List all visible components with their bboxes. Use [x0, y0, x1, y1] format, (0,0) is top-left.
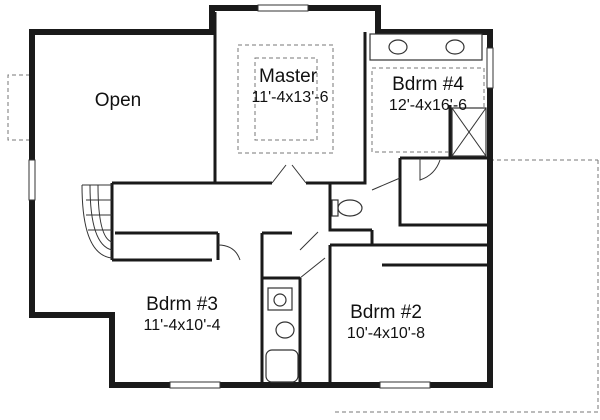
room-name-bdrm3: Bdrm #3 — [146, 294, 218, 315]
bath-fixtures — [265, 287, 299, 383]
vanity-sinks — [369, 33, 483, 61]
toilet-center — [331, 199, 363, 217]
master-tray-ceiling — [237, 44, 334, 154]
room-name-open: Open — [95, 90, 141, 111]
shower — [451, 107, 487, 157]
exterior-walls — [29, 5, 493, 388]
room-dims-bdrm3: 11'-4x10'-4 — [144, 317, 221, 334]
room-name-bdrm4: Bdrm #4 — [392, 74, 464, 95]
room-name-master: Master — [259, 66, 318, 87]
room-dims-bdrm2: 10'-4x10'-8 — [347, 325, 425, 342]
interior-walls — [110, 12, 490, 385]
room-dims-master: 11'-4x13'-6 — [252, 89, 329, 106]
staircase — [81, 184, 113, 259]
room-dims-bdrm4: 12'-4x16'-6 — [389, 97, 467, 114]
windows — [28, 4, 494, 389]
doors — [217, 158, 441, 279]
room-name-bdrm2: Bdrm #2 — [350, 302, 422, 323]
room-labels: Open Master 11'-4x13'-6 Bdrm #4 12'-4x16… — [95, 66, 467, 342]
dashed-outlines — [7, 74, 599, 413]
